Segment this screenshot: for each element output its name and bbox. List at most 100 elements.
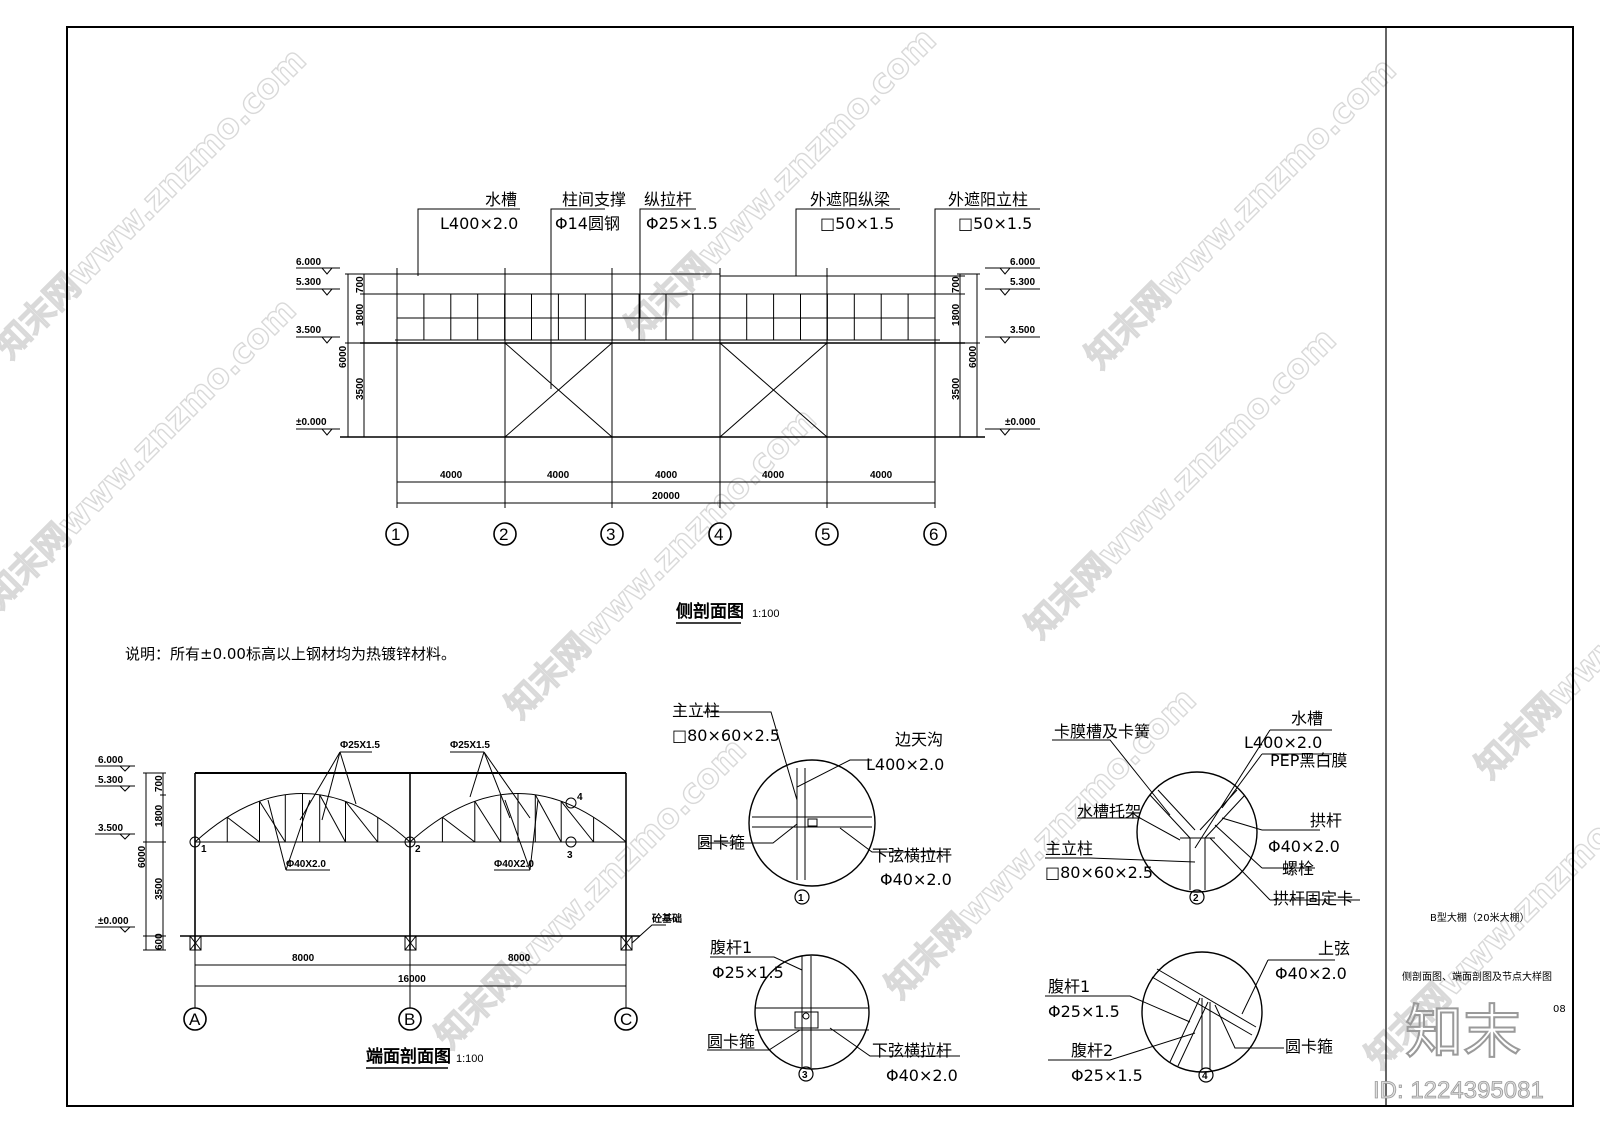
detail-1 — [700, 711, 950, 887]
d2-arch-bar-spec: Φ40×2.0 — [1268, 837, 1340, 856]
d4-web-rod-2-spec: Φ25×1.5 — [1071, 1066, 1143, 1085]
side-axis-5: 5 — [821, 525, 830, 544]
end-node-1: 1 — [201, 844, 207, 855]
drawing-line — [534, 794, 562, 843]
side-level-5300: 5.300 — [296, 277, 321, 288]
detail-3 — [707, 954, 960, 1070]
d1-edge-gutter: 边天沟 — [895, 730, 943, 749]
d2-main-column: 主立柱 — [1045, 839, 1093, 858]
side-axis-2: 2 — [499, 525, 508, 544]
d2-main-column-spec: □80×60×2.5 — [1045, 863, 1153, 882]
end-node-3: 3 — [567, 850, 573, 861]
drawing-line — [319, 794, 346, 843]
d2-film-slot: 卡膜槽及卡簧 — [1054, 722, 1150, 741]
end-section-title: 端面剖面图 — [366, 1046, 451, 1067]
d1-number-bubble — [794, 889, 810, 905]
detail-2 — [1045, 729, 1360, 901]
d2-number: 2 — [1193, 893, 1199, 904]
d1-lower-tie: 下弦横拉杆 — [872, 846, 952, 865]
side-section-scale: 1:100 — [752, 608, 780, 620]
d4-number-bubble — [1198, 1067, 1214, 1083]
d1-round-clamp: 圆卡箍 — [697, 833, 745, 852]
d3-lower-tie: 下弦横拉杆 — [872, 1041, 952, 1060]
side-axis-3: 3 — [606, 525, 615, 544]
end-span-2: 8000 — [508, 953, 531, 964]
d3-web-rod-spec: Φ25×1.5 — [712, 963, 784, 982]
end-span-1: 8000 — [292, 953, 315, 964]
d2-gutter-spec: L400×2.0 — [1244, 733, 1322, 752]
side-span-5: 4000 — [870, 470, 893, 481]
drawing-line — [560, 800, 594, 843]
end-level-0: ±0.000 — [98, 916, 129, 927]
drawing-line — [345, 800, 379, 843]
end-node-2: 2 — [415, 844, 421, 855]
d1-edge-gutter-spec: L400×2.0 — [866, 755, 944, 774]
d3-lower-tie-spec: Φ40×2.0 — [886, 1066, 958, 1085]
d1-main-column: 主立柱 — [672, 701, 720, 720]
end-vdim-6000: 6000 — [137, 845, 148, 868]
label-shade-post: 外遮阳立柱 — [948, 190, 1028, 209]
d2-gutter: 水槽 — [1291, 709, 1323, 728]
end-dimension-lines — [194, 950, 627, 1008]
d4-upper-chord: 上弦 — [1318, 939, 1350, 958]
side-dimension-lines — [396, 437, 936, 508]
d2-arch-clip: 拱杆固定卡 — [1273, 889, 1353, 908]
side-level-3500: 3.500 — [296, 325, 321, 336]
side-levels-left — [296, 267, 367, 438]
image-id: ID: 1224395081 — [1373, 1077, 1544, 1104]
end-total: 16000 — [398, 974, 426, 985]
side-levels-right — [957, 267, 1040, 438]
label-shade-beam: 外遮阳纵梁 — [810, 190, 890, 209]
end-level-5300: 5.300 — [98, 775, 123, 786]
d3-number-bubble — [798, 1066, 814, 1082]
side-vdim-6000: 6000 — [338, 345, 349, 368]
d3-round-clamp: 圆卡箍 — [707, 1032, 755, 1051]
label-column-brace: 柱间支撑 — [562, 190, 626, 209]
end-vdim-600: 600 — [154, 933, 165, 950]
d4-upper-chord-spec: Φ40×2.0 — [1275, 964, 1347, 983]
d4-web-rod-1: 腹杆1 — [1048, 977, 1090, 996]
end-vdim-1800: 1800 — [154, 804, 165, 827]
watermark-text: 知末网www.znzmo.com — [1018, 320, 1344, 646]
d2-pep-film: PEP黑白膜 — [1270, 751, 1347, 770]
side-vdim-6000-right: 6000 — [968, 345, 979, 368]
watermark-text: 知末网www.znzmo.com — [498, 400, 824, 726]
drawing-line — [259, 800, 286, 843]
d1-lower-tie-spec: Φ40×2.0 — [880, 870, 952, 889]
end-axis-c: C — [620, 1010, 632, 1029]
side-vdim-3500-right: 3500 — [951, 377, 962, 400]
end-low-pipe-2: Φ40X2.0 — [494, 859, 534, 870]
side-level-6000: 6.000 — [296, 257, 321, 268]
side-span-4: 4000 — [762, 470, 785, 481]
end-vdim-700: 700 — [154, 775, 165, 792]
drawing-line — [474, 800, 502, 843]
end-low-pipe-1: Φ40X2.0 — [286, 859, 326, 870]
brand-logo-text: 知末 — [1405, 998, 1521, 1066]
end-top-pipe-1: Φ25X1.5 — [340, 740, 380, 751]
side-axis-1: 1 — [391, 525, 400, 544]
d4-round-clamp: 圆卡箍 — [1285, 1037, 1333, 1056]
end-axis-bubbles — [183, 1007, 638, 1031]
side-vdim-700: 700 — [355, 276, 366, 293]
label-tie-rod-spec: Φ25×1.5 — [646, 214, 718, 233]
side-vdim-1800-right: 1800 — [951, 303, 962, 326]
label-column-brace-spec: Φ14圆钢 — [555, 214, 620, 233]
d4-number: 4 — [1202, 1071, 1208, 1082]
tb-drawing-name: 侧剖面图、端面剖图及节点大样图 — [1402, 970, 1552, 983]
d3-web-rod: 腹杆1 — [710, 938, 752, 957]
d4-web-rod-2: 腹杆2 — [1071, 1041, 1113, 1060]
d1-main-column-spec: □80×60×2.5 — [672, 726, 780, 745]
watermark-text: 知末网www.znzmo.com — [618, 20, 944, 346]
end-top-pipe-2: Φ25X1.5 — [450, 740, 490, 751]
label-shade-beam-spec: □50×1.5 — [820, 214, 894, 233]
d3-number: 3 — [802, 1070, 808, 1081]
d2-arch-bar: 拱杆 — [1310, 811, 1342, 830]
watermark-text: 知末网www.znzmo.com — [1078, 50, 1404, 376]
watermark-text: 知末网www.znzmo.com — [0, 290, 304, 616]
end-section — [180, 751, 666, 951]
side-vdim-3500: 3500 — [355, 377, 366, 400]
side-axis-4: 4 — [714, 525, 723, 544]
end-levels — [95, 765, 166, 951]
